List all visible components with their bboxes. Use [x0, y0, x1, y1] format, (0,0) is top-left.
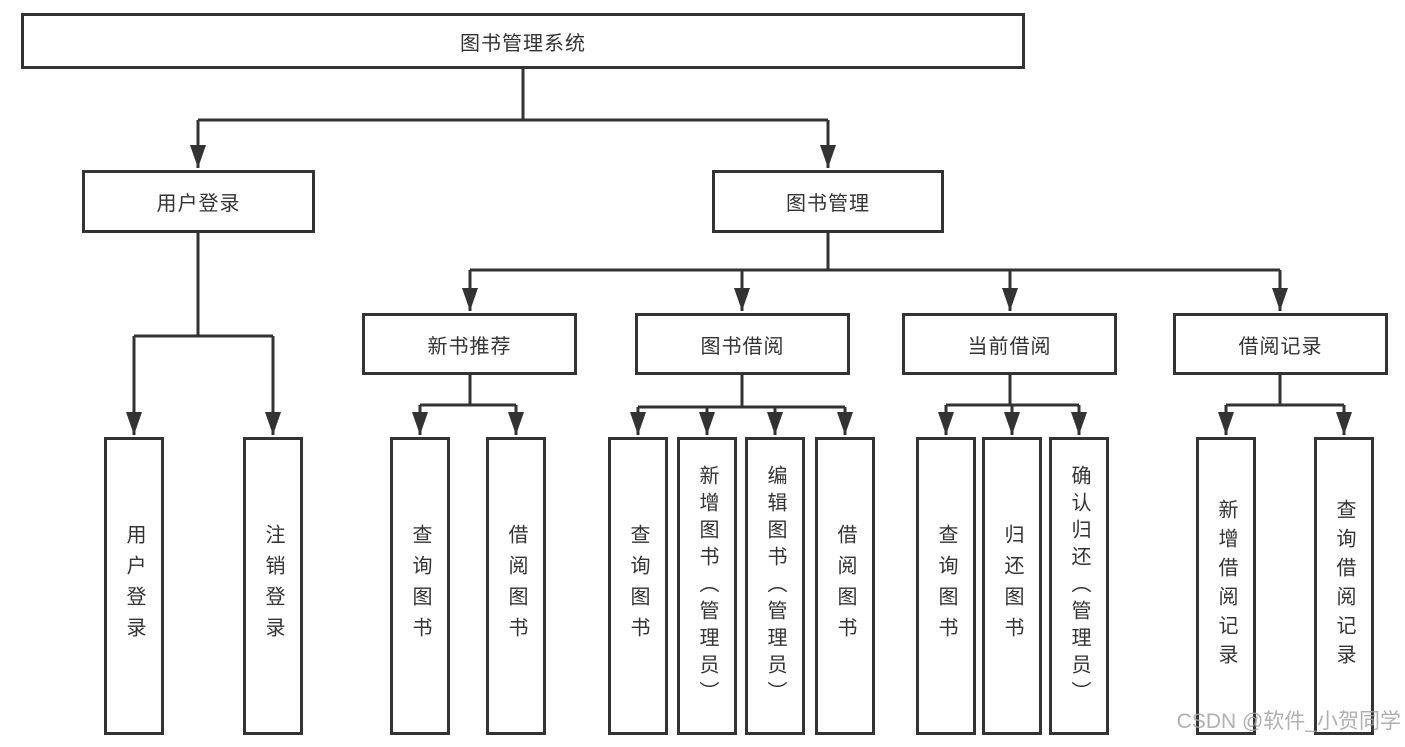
node-current-borrowing: 当前借阅: [902, 313, 1117, 375]
node-label: 新增图书（管理员）: [696, 464, 718, 708]
node-add-book-admin: 新增图书（管理员）: [677, 437, 737, 735]
node-query-books-borrowing: 查询图书: [608, 437, 668, 735]
node-label: 查询借阅记录: [1333, 499, 1355, 673]
node-return-books: 归还图书: [982, 437, 1042, 735]
node-edit-book-admin: 编辑图书（管理员）: [745, 437, 805, 735]
node-query-borrow-record: 查询借阅记录: [1314, 437, 1374, 735]
node-label: 查询图书: [935, 524, 957, 648]
node-borrow-books-recommend: 借阅图书: [486, 437, 546, 735]
node-book-borrowing: 图书借阅: [635, 313, 850, 375]
node-label: 借阅图书: [834, 524, 856, 648]
node-label: 新增借阅记录: [1215, 499, 1237, 673]
node-confirm-return-admin: 确认归还（管理员）: [1049, 437, 1109, 735]
node-add-borrow-record: 新增借阅记录: [1196, 437, 1256, 735]
node-label: 查询图书: [627, 524, 649, 648]
node-label: 用户登录: [123, 524, 145, 648]
node-user-login-leaf: 用户登录: [104, 437, 164, 735]
node-new-book-recommendation: 新书推荐: [362, 313, 577, 375]
node-logout: 注销登录: [243, 437, 303, 735]
node-book-management: 图书管理: [712, 170, 944, 233]
node-query-books-current: 查询图书: [916, 437, 976, 735]
node-label: 注销登录: [262, 524, 284, 648]
node-user-login: 用户登录: [82, 170, 315, 233]
node-borrow-books-borrowing: 借阅图书: [815, 437, 875, 735]
node-label: 编辑图书（管理员）: [764, 464, 786, 708]
csdn-watermark: CSDN @软件_小贺同学: [1176, 710, 1401, 733]
node-label: 借阅图书: [505, 524, 527, 648]
node-label: 查询图书: [409, 524, 431, 648]
node-borrowing-records: 借阅记录: [1173, 313, 1388, 375]
node-library-management-system: 图书管理系统: [21, 13, 1025, 69]
node-label: 确认归还（管理员）: [1068, 464, 1090, 708]
node-label: 归还图书: [1001, 524, 1023, 648]
node-query-books-recommend: 查询图书: [390, 437, 450, 735]
